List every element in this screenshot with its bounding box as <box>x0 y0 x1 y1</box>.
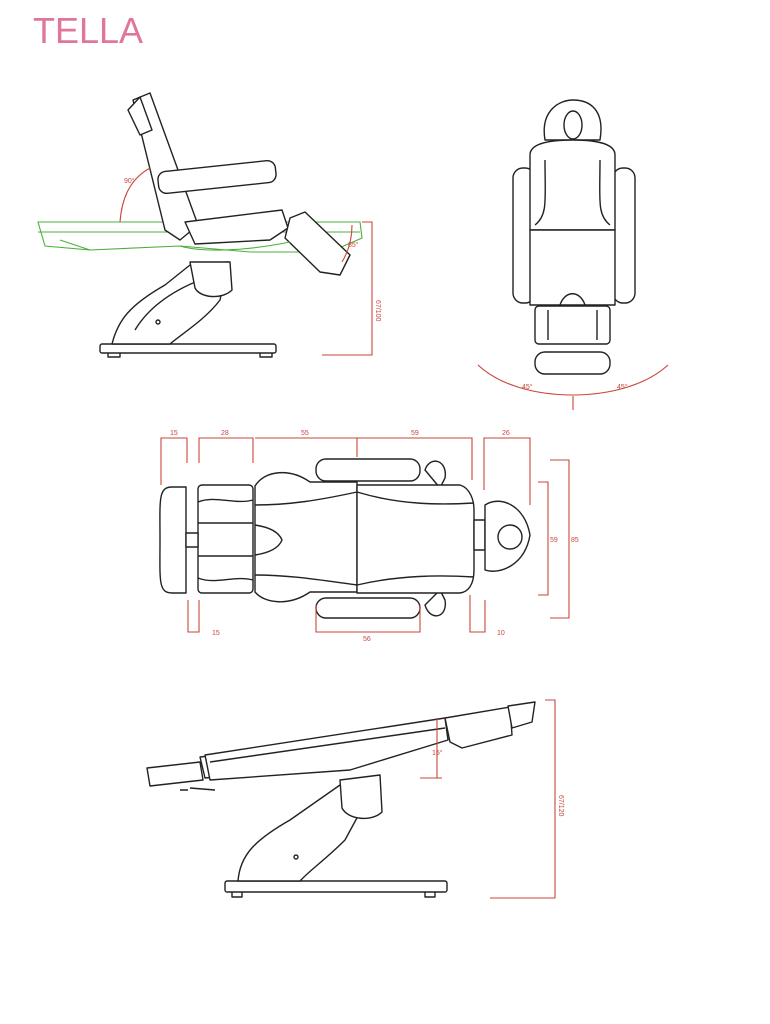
height-dimension <box>490 699 556 899</box>
dim-outer-width: 85 <box>571 537 579 544</box>
height-dimension <box>322 221 373 356</box>
dim-gap-head: 10 <box>497 630 505 637</box>
rotation-right-label: 45° <box>617 383 628 391</box>
dim-gap-foot: 15 <box>212 630 220 637</box>
side-view-flat: 15° 67/120 <box>146 699 564 899</box>
armrest <box>157 159 277 195</box>
seat-backrest <box>204 717 449 781</box>
seat <box>529 229 616 306</box>
tilt-angle-marker <box>420 718 442 779</box>
dim-inner-width: 59 <box>550 537 558 544</box>
legrest-angle-label: 85° <box>348 241 359 249</box>
backrest-angle-label: 90° <box>124 177 135 185</box>
legrest-angle-arc <box>341 224 353 263</box>
right-armrest <box>612 167 636 304</box>
headrest <box>444 706 513 749</box>
dim-armrest: 56 <box>363 636 371 643</box>
plan-view: 15 28 55 59 26 59 85 15 56 10 <box>159 430 579 643</box>
tilt-angle-label: 15° <box>432 749 443 757</box>
side-view-reclined: 90° 85° 67/100 <box>37 92 381 358</box>
dim-legrest: 28 <box>221 430 229 437</box>
backrest-angle-arc <box>119 167 151 223</box>
legrest <box>284 211 351 276</box>
brand-logo: TELLA <box>33 10 144 51</box>
backrest <box>356 484 475 594</box>
footrest <box>146 761 204 787</box>
top-view-rotation: 45° 45° <box>477 99 669 410</box>
rotation-arc <box>477 364 669 396</box>
dim-footrest: 15 <box>170 430 178 437</box>
base-plate <box>99 343 277 354</box>
footrest <box>534 351 611 375</box>
height-label: 67/120 <box>557 795 564 817</box>
legrest <box>534 305 611 345</box>
height-label: 67/100 <box>374 300 381 322</box>
dim-headrest: 26 <box>502 430 510 437</box>
base-plate <box>224 880 448 893</box>
rotation-left-label: 45° <box>522 383 533 391</box>
dim-backrest: 59 <box>411 430 419 437</box>
headrest <box>543 99 602 141</box>
backrest <box>529 139 616 231</box>
seat <box>184 209 289 245</box>
footrest <box>159 486 187 594</box>
lift-bracket <box>339 774 383 819</box>
dim-seat: 55 <box>301 430 309 437</box>
headrest <box>484 500 531 572</box>
lift-bracket <box>189 261 233 298</box>
